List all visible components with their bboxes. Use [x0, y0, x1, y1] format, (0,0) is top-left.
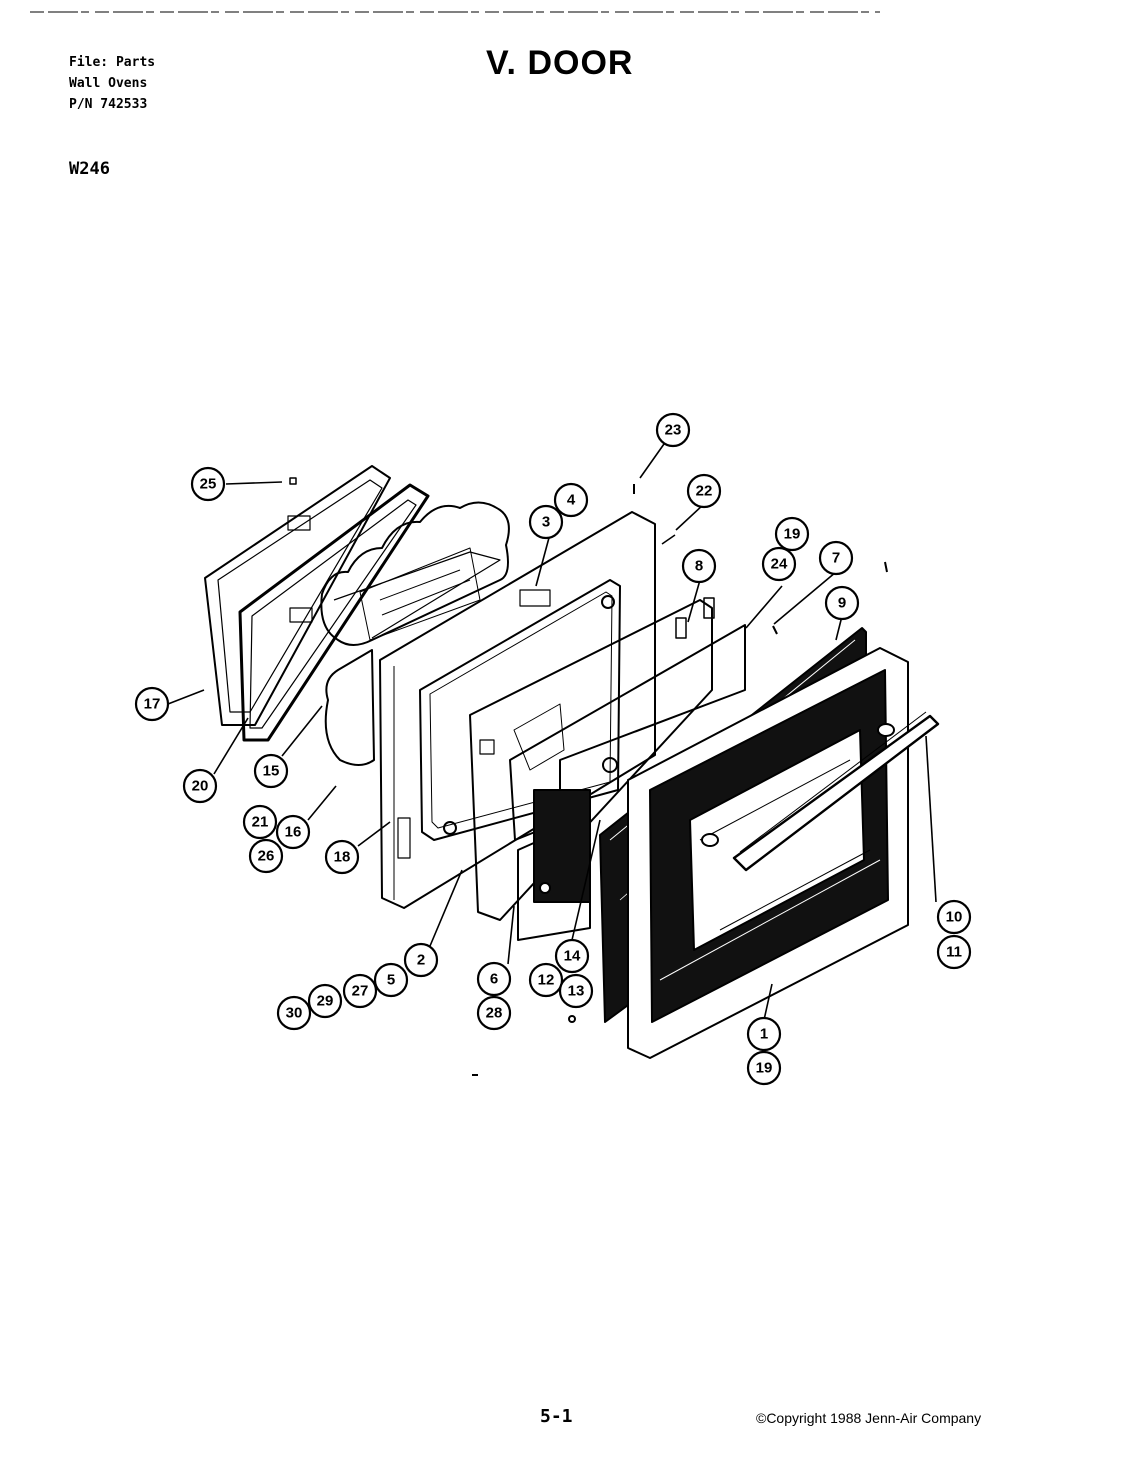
- svg-text:1: 1: [760, 1026, 768, 1043]
- callout-15: 15: [253, 753, 289, 789]
- callout-26: 26: [248, 838, 284, 874]
- part-window-frame: [469, 599, 713, 921]
- svg-text:2: 2: [417, 952, 425, 969]
- callout-28: 28: [476, 995, 512, 1031]
- callout-9: 9: [824, 585, 860, 621]
- svg-text:12: 12: [538, 972, 555, 989]
- svg-text:26: 26: [258, 848, 275, 865]
- copyright-notice: ©Copyright 1988 Jenn-Air Company: [756, 1410, 982, 1426]
- callout-29: 29: [307, 983, 343, 1019]
- callout-16: 16: [275, 814, 311, 850]
- svg-text:9: 9: [838, 595, 846, 612]
- callout-6: 6: [476, 961, 512, 997]
- svg-text:15: 15: [263, 763, 280, 780]
- callout-19-b: 19: [746, 1050, 782, 1086]
- callout-12: 12: [528, 962, 564, 998]
- svg-text:29: 29: [317, 993, 334, 1010]
- svg-text:10: 10: [946, 909, 963, 926]
- svg-text:18: 18: [334, 849, 351, 866]
- callout-20: 20: [182, 768, 218, 804]
- svg-text:25: 25: [200, 476, 217, 493]
- callout-18: 18: [324, 839, 360, 875]
- callout-14: 14: [554, 938, 590, 974]
- callout-13: 13: [558, 973, 594, 1009]
- part-inner-liner: [379, 511, 656, 909]
- model-number: W246: [69, 159, 110, 179]
- callout-11: 11: [936, 934, 972, 970]
- leader-lines: [167, 443, 937, 1021]
- part-gasket-frame: [238, 483, 430, 742]
- svg-text:23: 23: [665, 422, 682, 439]
- svg-text:16: 16: [285, 824, 302, 841]
- callout-24: 24: [761, 546, 797, 582]
- svg-text:13: 13: [568, 983, 585, 1000]
- page-title: V. DOOR: [486, 44, 634, 82]
- svg-text:17: 17: [144, 696, 161, 713]
- svg-text:24: 24: [771, 556, 788, 573]
- svg-text:19: 19: [756, 1060, 773, 1077]
- callout-10: 10: [936, 899, 972, 935]
- svg-text:11: 11: [946, 944, 962, 961]
- part-number-label: P/N 742533: [69, 97, 148, 112]
- svg-text:6: 6: [490, 971, 498, 988]
- callout-5: 5: [373, 962, 409, 998]
- callout-21: 21: [242, 804, 278, 840]
- part-insulation: [320, 501, 510, 766]
- callout-19-a: 19: [774, 516, 810, 552]
- svg-text:8: 8: [695, 558, 703, 575]
- callout-1: 1: [746, 1016, 782, 1052]
- svg-text:30: 30: [286, 1005, 303, 1022]
- svg-text:5: 5: [387, 972, 395, 989]
- callout-3: 3: [528, 504, 564, 540]
- callout-27: 27: [342, 973, 378, 1009]
- svg-text:22: 22: [696, 483, 713, 500]
- callout-7: 7: [818, 540, 854, 576]
- svg-text:20: 20: [192, 778, 209, 795]
- part-glass-panel: [509, 624, 746, 941]
- page-number: 5-1: [540, 1406, 573, 1427]
- callout-23: 23: [655, 412, 691, 448]
- callout-25: 25: [190, 466, 226, 502]
- svg-text:21: 21: [252, 814, 269, 831]
- category-label: Wall Ovens: [69, 76, 148, 91]
- svg-text:3: 3: [542, 514, 550, 531]
- callout-2: 2: [403, 942, 439, 978]
- svg-text:7: 7: [832, 550, 840, 567]
- part-door-handle: [701, 711, 940, 872]
- callout-4: 4: [553, 482, 589, 518]
- svg-text:19: 19: [784, 526, 801, 543]
- callout-17: 17: [134, 686, 170, 722]
- callout-8: 8: [681, 548, 717, 584]
- svg-text:14: 14: [564, 948, 581, 965]
- top-border-line: [30, 11, 880, 13]
- svg-text:4: 4: [567, 492, 576, 509]
- svg-text:28: 28: [486, 1005, 503, 1022]
- svg-text:27: 27: [352, 983, 369, 1000]
- callout-22: 22: [686, 473, 722, 509]
- file-label: File: Parts: [69, 55, 156, 70]
- callout-30: 30: [276, 995, 312, 1031]
- part-rear-frame: [204, 465, 391, 726]
